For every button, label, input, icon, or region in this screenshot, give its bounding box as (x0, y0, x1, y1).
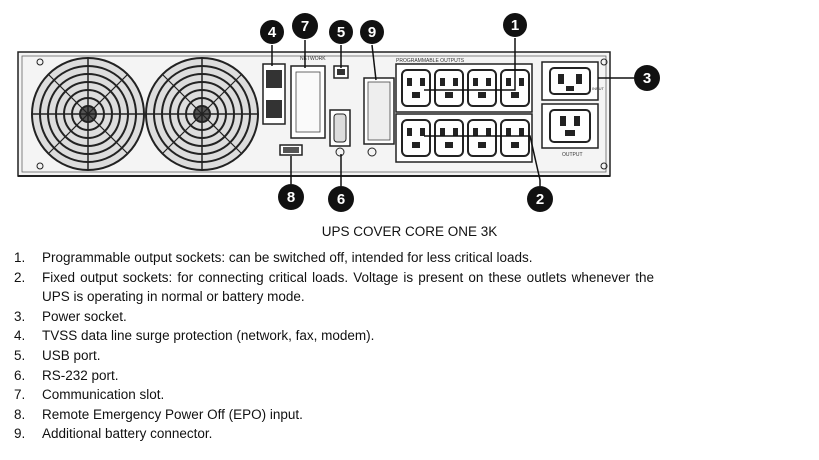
callout-leaders (271, 38, 634, 186)
svg-text:5: 5 (337, 24, 345, 41)
legend-item: 8.Remote Emergency Power Off (EPO) input… (14, 406, 303, 422)
output-label: OUTPUT (562, 152, 583, 158)
communication-slot (290, 65, 326, 139)
svg-text:1: 1 (511, 17, 519, 34)
callout-4: 4 (260, 20, 284, 44)
legend-item: 1.Programmable output sockets: can be sw… (14, 250, 533, 265)
callout-1: 1 (503, 13, 527, 37)
legend-item: 5.USB port. (14, 347, 101, 363)
programmable-output-sockets (395, 63, 533, 113)
power-input-socket (541, 61, 599, 101)
epo-input (279, 144, 303, 156)
legend-list: 1.Programmable output sockets: can be sw… (14, 248, 654, 444)
svg-text:8: 8 (287, 189, 295, 206)
legend-item: 9.Additional battery connector. (14, 426, 213, 442)
callout-2: 2 (527, 186, 553, 212)
tvss-network-ports (262, 63, 286, 125)
svg-text:6: 6 (337, 191, 345, 208)
svg-text:3: 3 (643, 70, 651, 87)
svg-text:NETWORK: NETWORK (300, 56, 326, 62)
callout-7: 7 (292, 13, 318, 39)
legend-item: 6.RS-232 port. (14, 367, 119, 383)
fixed-output-sockets (395, 113, 533, 163)
svg-text:9: 9 (368, 24, 376, 41)
callout-8: 8 (278, 184, 304, 210)
input-label: INPUT (592, 86, 605, 91)
legend-item: 3.Power socket. (14, 308, 127, 324)
rs232-port (329, 109, 351, 157)
legend-item: 2.Fixed output sockets: for connecting c… (14, 269, 654, 305)
svg-text:7: 7 (301, 18, 309, 35)
ups-rear-panel-diagram: NETWORK PROGRAMMABLE OUTPUTS (17, 13, 660, 212)
callout-5: 5 (329, 20, 353, 44)
callout-3: 3 (634, 65, 660, 91)
callout-9: 9 (360, 20, 384, 44)
figure-caption: UPS COVER CORE ONE 3K (321, 224, 498, 239)
output-socket-high (541, 103, 599, 149)
callout-6: 6 (328, 186, 354, 212)
legend-item: 4.TVSS data line surge protection (netwo… (14, 328, 375, 344)
cooling-fan-left (31, 57, 145, 171)
battery-connector (363, 77, 395, 157)
legend-item: 7.Communication slot. (14, 387, 165, 403)
programmable-outputs-label: PROGRAMMABLE OUTPUTS (396, 58, 465, 64)
cooling-fan-right (145, 57, 259, 171)
svg-text:4: 4 (268, 24, 277, 41)
svg-text:2: 2 (536, 191, 544, 208)
